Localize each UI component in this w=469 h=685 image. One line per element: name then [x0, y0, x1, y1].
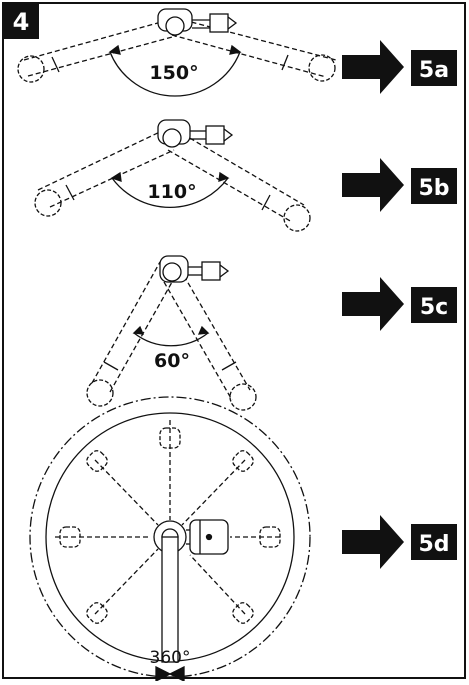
- figure-150-degrees: [17, 8, 337, 97]
- angle-label-150: 150°: [149, 62, 198, 84]
- figure-60-degrees: [86, 255, 257, 411]
- target-label-5d: 5d: [418, 532, 449, 557]
- figure-360-degrees: [29, 396, 311, 683]
- angle-label-110: 110°: [147, 181, 196, 203]
- bowtie-rotation-icon: [155, 665, 185, 683]
- angle-label-360: 360°: [150, 648, 191, 668]
- target-label-5a: 5a: [419, 58, 449, 83]
- right-arrow-icon: [342, 277, 404, 331]
- figure-110-degrees: [34, 119, 311, 232]
- arrow-to-5c: 5c: [342, 277, 457, 331]
- target-label-5b: 5b: [418, 176, 449, 201]
- step-number: 4: [13, 8, 30, 36]
- arrow-to-5d: 5d: [342, 515, 457, 569]
- target-label-5c: 5c: [420, 295, 448, 320]
- panel-frame: [2, 2, 466, 679]
- right-arrow-icon: [342, 158, 404, 212]
- right-arrow-icon: [342, 40, 404, 94]
- arrow-to-5a: 5a: [342, 40, 457, 94]
- angle-label-60: 60°: [154, 350, 190, 372]
- step-badge: 4: [3, 3, 39, 39]
- arrow-to-5b: 5b: [342, 158, 457, 212]
- right-arrow-icon: [342, 515, 404, 569]
